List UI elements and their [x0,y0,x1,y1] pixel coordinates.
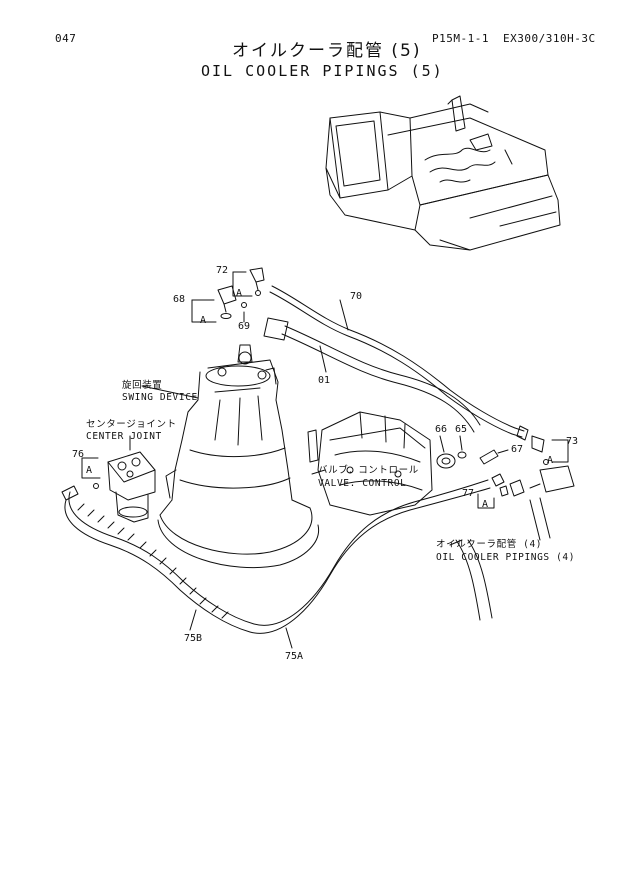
excavator-overview [326,96,560,250]
fitting-76 [62,458,100,500]
swing-device-label-en: SWING DEVICE [122,392,198,403]
callout-a-77: A [482,499,489,510]
callout-a-68: A [200,315,207,326]
callout-68: 68 [173,294,186,305]
reference-label-jp: オイルクーラ配管 (4) [436,539,543,550]
swing-device-drawing [158,345,319,568]
callout-65: 65 [455,424,468,435]
callout-75b: 75B [184,633,203,644]
callout-70: 70 [350,291,363,302]
center-joint-label-jp: センタージョイント [86,419,177,430]
callout-a-73: A [547,455,554,466]
fitting-72 [233,268,264,296]
hose-70 [270,286,528,440]
fitting-68 [192,286,247,322]
figure-code: P15M-1-1 [432,32,489,45]
valve-control-label-en: VALVE. CONTROL [318,478,407,489]
fitting-77 [456,466,574,620]
callout-76: 76 [72,449,85,460]
valve-control-label-jp: バルブ．コントロール [318,465,419,476]
callout-a-72: A [236,288,243,299]
callout-67: 67 [511,444,524,455]
callout-01: 01 [318,375,331,386]
title-english: OIL COOLER PIPINGS (5) [201,62,444,80]
fitting-66-65 [437,436,508,468]
swing-device-label-jp: 旋回装置 [122,380,163,391]
center-joint-label-en: CENTER JOINT [86,431,162,442]
hose-75 [65,480,490,648]
center-joint-drawing [108,452,155,522]
page-number: 047 [55,32,77,45]
reference-label-en: OIL COOLER PIPINGS (4) [436,552,576,563]
hose-01 [264,318,480,432]
callout-75a: 75A [285,651,304,662]
callout-73: 73 [566,436,579,447]
callout-77: 77 [462,488,475,499]
callout-69: 69 [238,321,251,332]
valve-control-drawing [308,412,432,515]
callout-66: 66 [435,424,448,435]
title-japanese: オイルクーラ配管 (5) [232,41,422,61]
fitting-73 [532,436,568,465]
callout-72: 72 [216,265,229,276]
model-number: EX300/310H-3C [503,32,596,45]
callout-a-76: A [86,465,93,476]
